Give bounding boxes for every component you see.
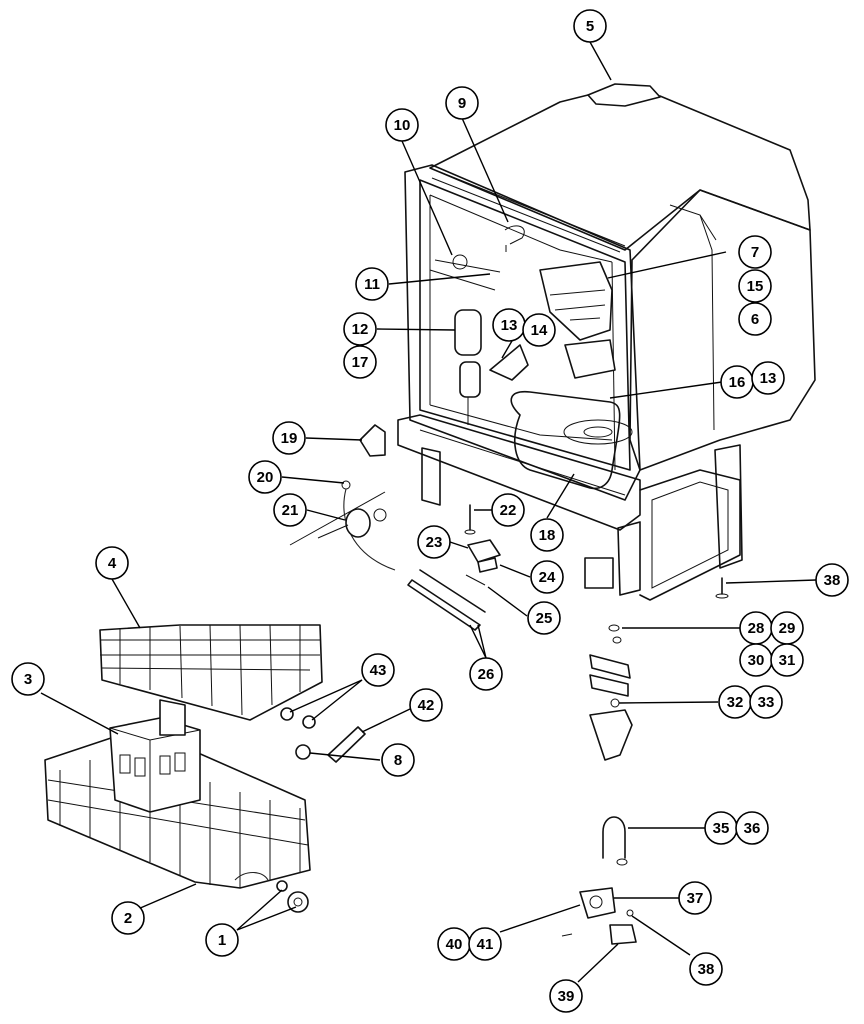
callout-23: 23 [417, 525, 451, 559]
callout-6: 6 [738, 302, 772, 336]
callout-32: 32 [718, 685, 752, 719]
callout-label: 38 [824, 572, 841, 589]
callout-label: 13 [760, 370, 777, 387]
callout-label: 11 [364, 276, 380, 293]
callout-label: 1 [218, 932, 226, 949]
heating-element [510, 390, 621, 490]
callout-37: 37 [678, 881, 712, 915]
callout-label: 26 [478, 666, 495, 683]
callout-43: 43 [361, 653, 395, 687]
callout-17: 18 [530, 518, 564, 552]
callout-label: 20 [257, 469, 274, 486]
callout-label: 32 [727, 694, 744, 711]
callout-4: 4 [95, 546, 129, 580]
callout-label: 35 [713, 820, 730, 837]
callout-13b: 13 [751, 361, 785, 395]
callout-label: 25 [536, 610, 553, 627]
callout-label: 33 [758, 694, 775, 711]
callout-29: 29 [770, 611, 804, 645]
callout-35: 35 [704, 811, 738, 845]
callout-16: 16 [720, 365, 754, 399]
callout-7: 7 [738, 235, 772, 269]
callout-36: 36 [735, 811, 769, 845]
callout-label: 12 [352, 321, 369, 338]
callout-8: 8 [381, 743, 415, 777]
callout-31: 31 [770, 643, 804, 677]
callout-label: 36 [744, 820, 761, 837]
callout-1: 1 [205, 923, 239, 957]
callout-label: 24 [539, 569, 556, 586]
callout-18: 17 [343, 345, 377, 379]
callout-label: 4 [108, 555, 117, 572]
callout-label: 7 [751, 244, 759, 261]
callout-5: 5 [573, 9, 607, 43]
callout-label: 40 [446, 936, 463, 953]
callout-39: 39 [549, 979, 583, 1013]
callout-label: 39 [558, 988, 575, 1005]
callout-38: 38 [689, 952, 723, 986]
callout-label: 42 [418, 697, 435, 714]
callout-9: 9 [445, 86, 479, 120]
callout-label: 10 [394, 117, 411, 134]
callout-label: 17 [352, 354, 369, 371]
callout-34: 38 [815, 563, 849, 597]
callout-22: 22 [491, 493, 525, 527]
callout-40: 40 [437, 927, 471, 961]
callout-label: 19 [281, 430, 298, 447]
callout-label: 43 [370, 662, 387, 679]
callout-28: 28 [739, 611, 773, 645]
callout-2: 2 [111, 901, 145, 935]
tub-top-hood [587, 83, 661, 107]
callout-label: 15 [747, 278, 764, 295]
callout-label: 31 [779, 652, 796, 669]
motor-pump [454, 309, 482, 356]
callout-label: 2 [124, 910, 132, 927]
callout-label: 29 [779, 620, 796, 637]
callout-label: 21 [282, 502, 299, 519]
callout-11: 11 [355, 267, 389, 301]
callout-19: 19 [272, 421, 306, 455]
callout-26: 26 [469, 657, 503, 691]
callout-label: 13 [501, 317, 518, 334]
callout-13a: 13 [492, 308, 526, 342]
silverware-basket [109, 699, 201, 813]
callout-label: 28 [748, 620, 765, 637]
callout-label: 9 [458, 95, 466, 112]
dishwasher-tub [397, 83, 816, 601]
callout-25: 25 [527, 601, 561, 635]
lower-spray-arm [563, 419, 633, 445]
callout-label: 37 [687, 890, 704, 907]
callout-10: 10 [385, 108, 419, 142]
junction-box [584, 557, 614, 589]
upper-rack [99, 624, 323, 721]
callout-15: 15 [738, 269, 772, 303]
callout-label: 3 [24, 671, 32, 688]
callout-label: 38 [698, 961, 715, 978]
callout-24: 24 [530, 560, 564, 594]
callout-12: 12 [343, 312, 377, 346]
callout-label: 30 [748, 652, 765, 669]
callout-33: 33 [749, 685, 783, 719]
callout-label: 8 [394, 752, 402, 769]
callout-label: 18 [539, 527, 556, 544]
callout-42: 42 [409, 688, 443, 722]
callout-label: 22 [500, 502, 517, 519]
callout-label: 23 [426, 534, 443, 551]
dispenser-assembly [539, 261, 613, 341]
callout-14: 14 [522, 313, 556, 347]
callout-label: 14 [531, 322, 548, 339]
callout-3: 3 [11, 662, 45, 696]
loose-parts [276, 424, 729, 945]
callout-label: 41 [477, 936, 494, 953]
callout-label: 6 [751, 311, 759, 328]
callout-label: 5 [586, 18, 594, 35]
callout-21: 21 [273, 493, 307, 527]
callout-label: 16 [729, 374, 746, 391]
leader-lines [40, 41, 817, 983]
callout-41: 41 [468, 927, 502, 961]
callout-labels: 5 9 10 11 12 17 13 14 7 15 6 16 13 19 20… [11, 9, 849, 1013]
callout-30: 30 [739, 643, 773, 677]
callout-20: 20 [248, 460, 282, 494]
